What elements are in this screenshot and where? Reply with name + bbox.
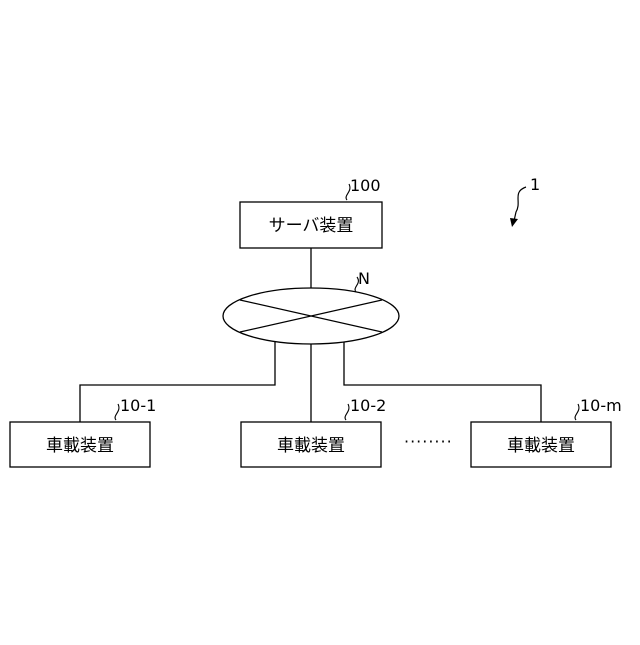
vehicle-ref-leader-2 [345,404,349,420]
link-vehicle-1 [80,342,275,422]
system-ref-leader [514,187,526,221]
system-ref-arrowhead [510,218,518,227]
system-ref-label: 1 [530,175,540,194]
vehicle-label-m: 車載装置 [507,436,575,456]
vehicle-ref-label-2: 10-2 [350,396,386,415]
vehicle-ref-label-1: 10-1 [120,396,156,415]
ellipsis: ········ [404,432,453,451]
server-ref-label: 100 [350,176,381,195]
vehicle-ref-leader-m [575,404,579,420]
vehicle-ref-label-m: 10-m [580,396,622,415]
network-ref-label: N [358,269,370,288]
vehicle-ref-leader-1 [115,404,119,420]
server-label: サーバ装置 [269,216,354,236]
vehicle-label-1: 車載装置 [46,436,114,456]
vehicle-label-2: 車載装置 [277,436,345,456]
